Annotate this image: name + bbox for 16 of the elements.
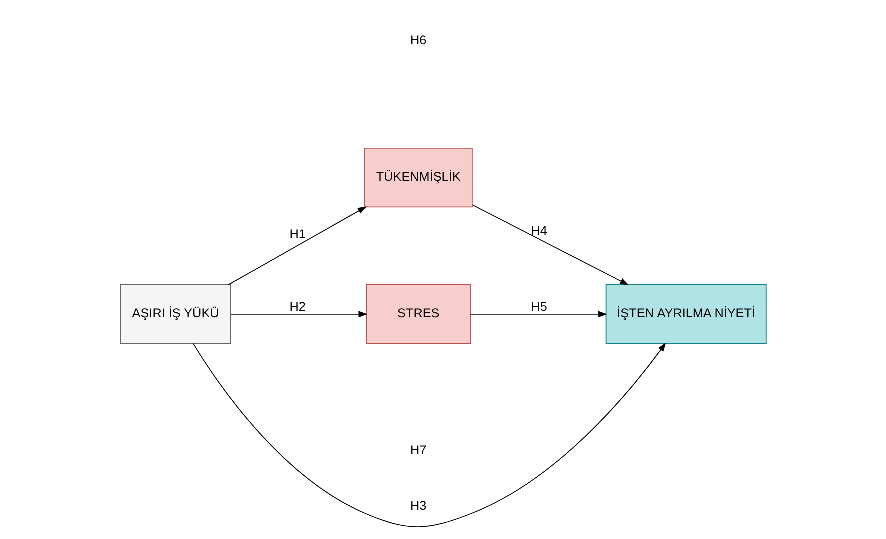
label: H6 bbox=[410, 34, 426, 48]
edge-label: H3 bbox=[410, 498, 426, 513]
label: H7 bbox=[410, 443, 426, 458]
edge-label: H2 bbox=[289, 300, 306, 314]
edge-label: H1 bbox=[289, 228, 306, 242]
arrow bbox=[470, 311, 607, 318]
arrow bbox=[472, 204, 629, 286]
node-box: İŞTEN AYRILMA NİYETİ bbox=[605, 284, 766, 344]
arrow bbox=[230, 311, 368, 318]
arrow bbox=[228, 206, 366, 286]
arrow bbox=[192, 342, 666, 528]
edge-label: H5 bbox=[530, 300, 547, 314]
node-box: AŞIRI İŞ YÜKÜ bbox=[120, 284, 231, 344]
node-box: STRES bbox=[366, 284, 471, 344]
edge-label: H4 bbox=[530, 224, 547, 238]
node-box: TÜKENMİŞLİK bbox=[364, 148, 472, 208]
